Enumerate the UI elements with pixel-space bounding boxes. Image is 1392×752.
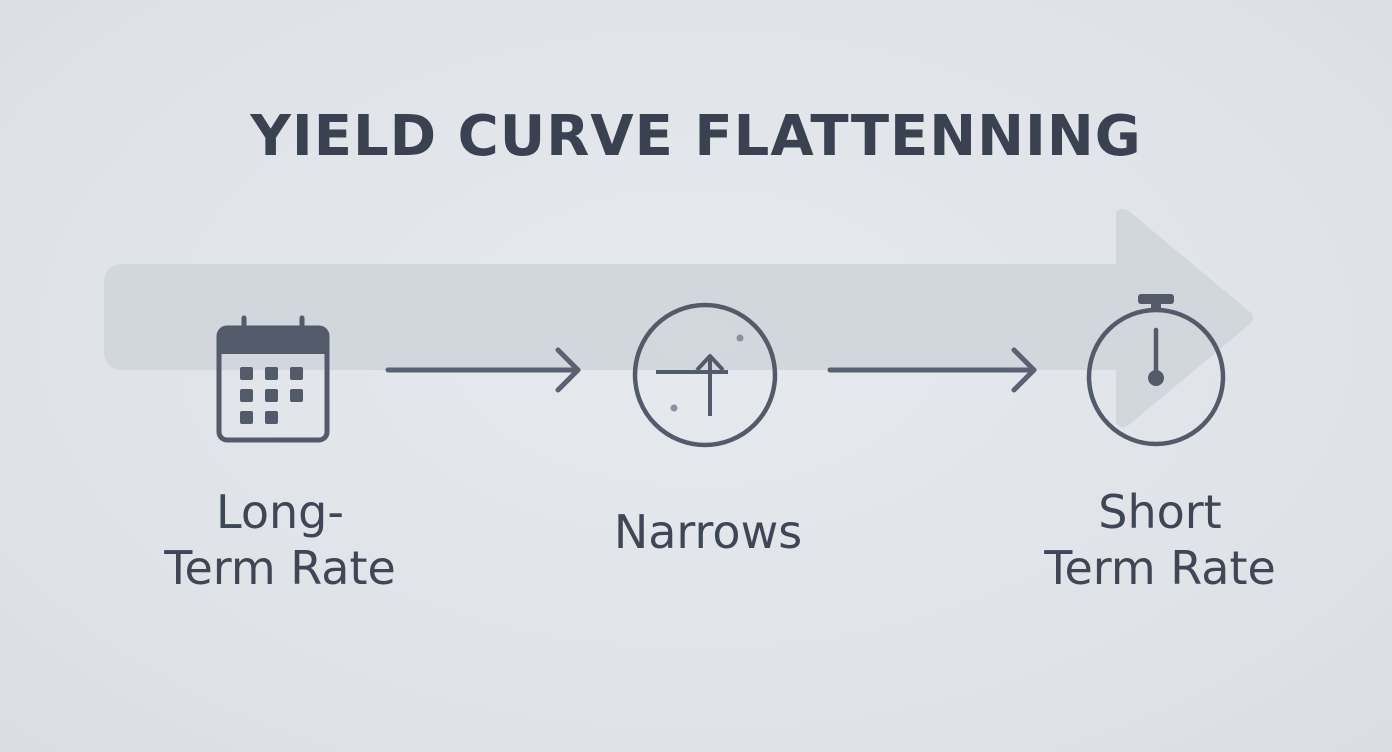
background-flow-arrow: [104, 209, 1253, 427]
label-line: Narrows: [613, 505, 803, 559]
step-label-short-term-rate: Short Term Rate: [1010, 484, 1310, 596]
step-label-long-term-rate: Long- Term Rate: [130, 484, 430, 596]
calendar-icon: [216, 315, 330, 443]
label-line: Term Rate: [164, 541, 396, 595]
compass-arrow-icon: [632, 302, 778, 448]
flow-arrow-2: [827, 347, 1037, 393]
label-line: Short: [1098, 485, 1222, 539]
label-line: Term Rate: [1044, 541, 1276, 595]
label-line: Long-: [216, 485, 344, 539]
diagram-title: YIELD CURVE FLATTENNING: [250, 104, 1142, 169]
step-label-narrows: Narrows: [558, 504, 858, 560]
stopwatch-icon: [1086, 294, 1226, 447]
flow-arrow-1: [385, 347, 581, 393]
